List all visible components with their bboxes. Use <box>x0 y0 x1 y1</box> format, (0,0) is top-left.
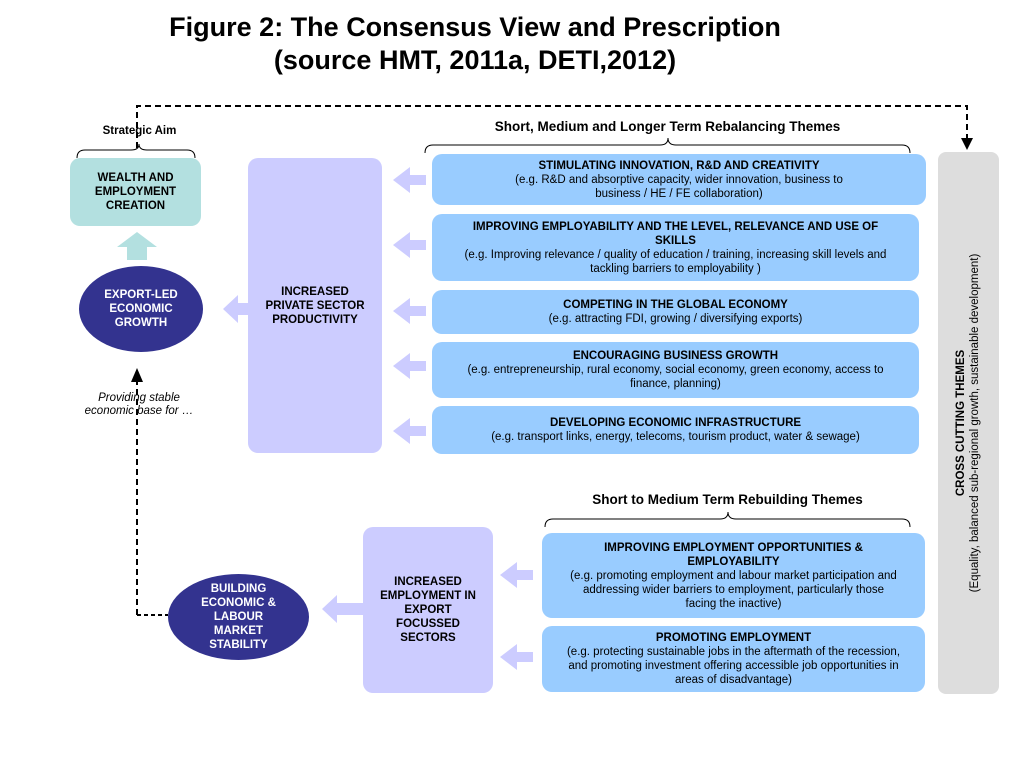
theme-infrastructure-title: DEVELOPING ECONOMIC INFRASTRUCTURE <box>549 417 802 429</box>
theme-employment-opportunities-detail: (e.g. promoting employment and labour ma… <box>570 569 897 610</box>
arrow-employment-to-building <box>322 595 365 623</box>
theme-business-growth: ENCOURAGING BUSINESS GROWTH (e.g. entrep… <box>432 342 919 398</box>
providing-stable-note: Providing stable economic base for … <box>84 392 194 417</box>
dashed-left-arrowhead <box>131 368 143 382</box>
rebuilding-heading: Short to Medium Term Rebuilding Themes <box>592 492 863 507</box>
building-stability-oval: BUILDING ECONOMIC & LABOUR MARKET STABIL… <box>168 574 309 660</box>
theme-employment-opportunities-title: IMPROVING EMPLOYMENT OPPORTUNITIES & EMP… <box>604 541 863 568</box>
dashed-top-connector <box>136 105 968 148</box>
theme-promoting-employment: PROMOTING EMPLOYMENT (e.g. protecting su… <box>542 626 925 692</box>
theme-innovation-title: STIMULATING INNOVATION, R&D AND CREATIVI… <box>538 159 820 172</box>
theme-infrastructure: DEVELOPING ECONOMIC INFRASTRUCTURE (e.g.… <box>432 406 919 454</box>
building-stability-text: BUILDING ECONOMIC & LABOUR MARKET STABIL… <box>201 583 276 651</box>
rebuilding-brace <box>544 511 911 528</box>
wealth-employment-box: WEALTH AND EMPLOYMENT CREATION <box>70 158 201 226</box>
theme-promoting-employment-title: PROMOTING EMPLOYMENT <box>655 632 812 644</box>
arrow-theme-2 <box>393 232 426 258</box>
arrow-theme-5 <box>393 418 426 444</box>
theme-global-economy: COMPETING IN THE GLOBAL ECONOMY (e.g. at… <box>432 290 919 334</box>
export-employment-text: INCREASED EMPLOYMENT IN EXPORT FOCUSSED … <box>380 576 476 644</box>
up-arrow <box>117 232 157 260</box>
cross-cutting-panel <box>938 152 999 694</box>
theme-business-growth-detail: (e.g. entrepreneurship, rural economy, s… <box>467 364 884 390</box>
export-led-growth-text: EXPORT-LED ECONOMIC GROWTH <box>104 289 178 329</box>
theme-business-growth-title: ENCOURAGING BUSINESS GROWTH <box>572 350 779 362</box>
arrow-theme-3 <box>393 298 426 324</box>
theme-infrastructure-detail: (e.g. transport links, energy, telecoms,… <box>491 431 860 443</box>
wealth-employment-text: WEALTH AND EMPLOYMENT CREATION <box>94 172 177 212</box>
theme-promoting-employment-detail: (e.g. protecting sustainable jobs in the… <box>566 646 901 686</box>
private-sector-productivity-box: INCREASED PRIVATE SECTOR PRODUCTIVITY <box>248 158 382 453</box>
dashed-top-arrowhead <box>961 138 973 150</box>
theme-innovation: STIMULATING INNOVATION, R&D AND CREATIVI… <box>432 154 926 205</box>
cross-cutting-title: CROSS CUTTING THEMES <box>955 349 967 497</box>
theme-global-economy-detail: (e.g. attracting FDI, growing / diversif… <box>548 313 803 325</box>
theme-innovation-detail: (e.g. R&D and absorptive capacity, wider… <box>515 173 843 200</box>
strategic-aim-label: Strategic Aim <box>102 125 177 137</box>
arrow-rebuild-2 <box>500 644 533 670</box>
cross-cutting-text: CROSS CUTTING THEMES (Equality, balanced… <box>954 163 982 683</box>
strategic-aim-brace <box>76 143 196 159</box>
cross-cutting-detail: (Equality, balanced sub-regional growth,… <box>969 253 981 593</box>
arrow-theme-1 <box>393 167 426 193</box>
theme-employment-opportunities: IMPROVING EMPLOYMENT OPPORTUNITIES & EMP… <box>542 533 925 618</box>
theme-employability-detail: (e.g. Improving relevance / quality of e… <box>464 248 887 275</box>
theme-global-economy-title: COMPETING IN THE GLOBAL ECONOMY <box>563 299 788 311</box>
export-led-growth-oval: EXPORT-LED ECONOMIC GROWTH <box>79 266 203 352</box>
rebalancing-heading: Short, Medium and Longer Term Rebalancin… <box>494 119 841 134</box>
rebalancing-brace <box>424 137 911 154</box>
private-sector-productivity-text: INCREASED PRIVATE SECTOR PRODUCTIVITY <box>265 285 365 326</box>
theme-employability-title: IMPROVING EMPLOYABILITY AND THE LEVEL, R… <box>472 220 879 247</box>
arrow-theme-4 <box>393 353 426 379</box>
figure-title-line1: Figure 2: The Consensus View and Prescri… <box>169 12 781 42</box>
arrow-rebuild-1 <box>500 562 533 588</box>
arrow-productivity-to-export <box>223 295 252 323</box>
theme-employability: IMPROVING EMPLOYABILITY AND THE LEVEL, R… <box>432 214 919 281</box>
figure-title-line2: (source HMT, 2011a, DETI,2012) <box>273 45 677 75</box>
export-employment-box: INCREASED EMPLOYMENT IN EXPORT FOCUSSED … <box>363 527 493 693</box>
